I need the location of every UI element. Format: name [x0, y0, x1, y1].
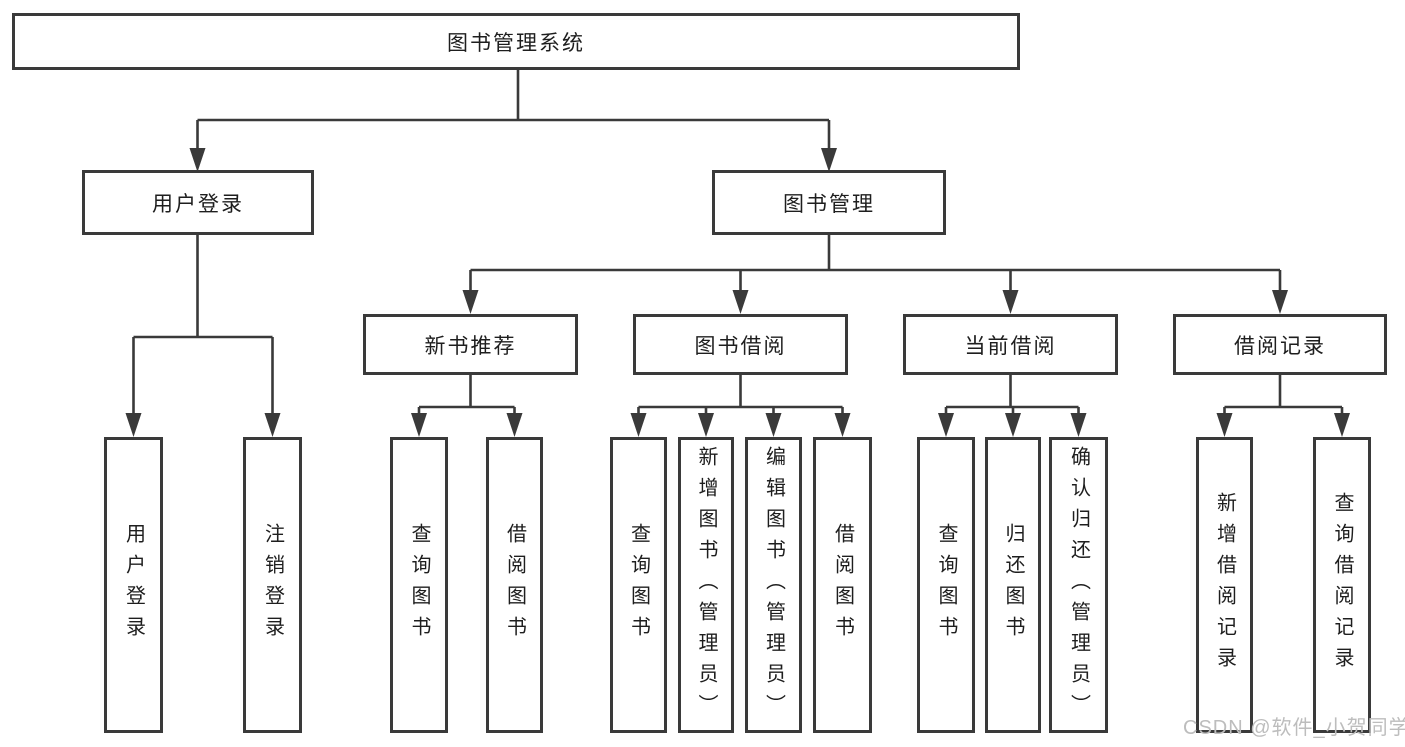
node-new-book: 新书推荐	[363, 314, 578, 375]
leaf-borrow-borrow-label: 借阅图书	[831, 523, 854, 647]
leaf-record-add: 新增借阅记录	[1196, 437, 1253, 733]
leaf-borrow-query: 查询图书	[610, 437, 667, 733]
node-new-book-label: 新书推荐	[424, 334, 517, 358]
leaf-user-login-label: 用户登录	[122, 523, 145, 647]
arrow-head	[821, 148, 837, 172]
node-borrow-record-label: 借阅记录	[1234, 334, 1326, 358]
node-current-borrow-label: 当前借阅	[964, 334, 1057, 358]
leaf-record-query-label: 查询借阅记录	[1331, 492, 1353, 678]
leaf-borrow-add-label: 新增图书（管理员）	[695, 445, 717, 725]
arrow-head	[1334, 413, 1350, 437]
node-root-label: 图书管理系统	[447, 31, 585, 55]
leaf-newbook-query: 查询图书	[390, 437, 448, 733]
node-current-borrow: 当前借阅	[903, 314, 1118, 375]
arrow-head	[1005, 413, 1021, 437]
leaf-newbook-query-label: 查询图书	[408, 523, 430, 647]
leaf-borrow-borrow: 借阅图书	[813, 437, 872, 733]
arrow-head	[125, 413, 142, 437]
arrow-head	[630, 413, 647, 437]
arrow-head	[411, 413, 427, 437]
arrow-head	[1272, 290, 1288, 314]
leaf-borrow-edit: 编辑图书（管理员）	[745, 437, 802, 733]
csdn-watermark: CSDN @软件_小贺同学	[1183, 717, 1405, 739]
leaf-current-confirm-label: 确认归还（管理员）	[1067, 445, 1090, 725]
leaf-record-query: 查询借阅记录	[1313, 437, 1371, 733]
arrow-head	[698, 413, 714, 437]
leaf-record-add-label: 新增借阅记录	[1213, 492, 1236, 678]
leaf-logout: 注销登录	[243, 437, 302, 733]
leaf-current-confirm: 确认归还（管理员）	[1049, 437, 1108, 733]
arrow-head	[834, 413, 851, 437]
leaf-user-login: 用户登录	[104, 437, 163, 733]
node-book-mgmt: 图书管理	[712, 170, 946, 235]
arrow-head	[1070, 413, 1087, 437]
arrow-head	[506, 413, 523, 437]
leaf-newbook-borrow-label: 借阅图书	[503, 523, 526, 647]
arrow-head	[732, 290, 749, 314]
leaf-current-query-label: 查询图书	[935, 523, 957, 647]
leaf-borrow-query-label: 查询图书	[627, 523, 650, 647]
arrow-head	[1216, 413, 1233, 437]
arrow-head	[462, 290, 479, 314]
arrow-head	[1002, 290, 1019, 314]
node-user-login: 用户登录	[82, 170, 314, 235]
arrow-head	[264, 413, 281, 437]
arrow-head	[938, 413, 954, 437]
node-book-borrow: 图书借阅	[633, 314, 848, 375]
node-root: 图书管理系统	[12, 13, 1020, 70]
leaf-current-return-label: 归还图书	[1002, 523, 1024, 647]
leaf-borrow-edit-label: 编辑图书（管理员）	[762, 445, 785, 725]
node-user-login-label: 用户登录	[152, 192, 244, 216]
node-book-borrow-label: 图书借阅	[694, 334, 787, 358]
leaf-current-query: 查询图书	[917, 437, 975, 733]
node-borrow-record: 借阅记录	[1173, 314, 1387, 375]
leaf-logout-label: 注销登录	[261, 523, 284, 647]
arrow-head	[189, 148, 206, 172]
leaf-borrow-add: 新增图书（管理员）	[678, 437, 734, 733]
arrow-head	[765, 413, 782, 437]
leaf-current-return: 归还图书	[985, 437, 1041, 733]
leaf-newbook-borrow: 借阅图书	[486, 437, 543, 733]
node-book-mgmt-label: 图书管理	[783, 192, 875, 216]
